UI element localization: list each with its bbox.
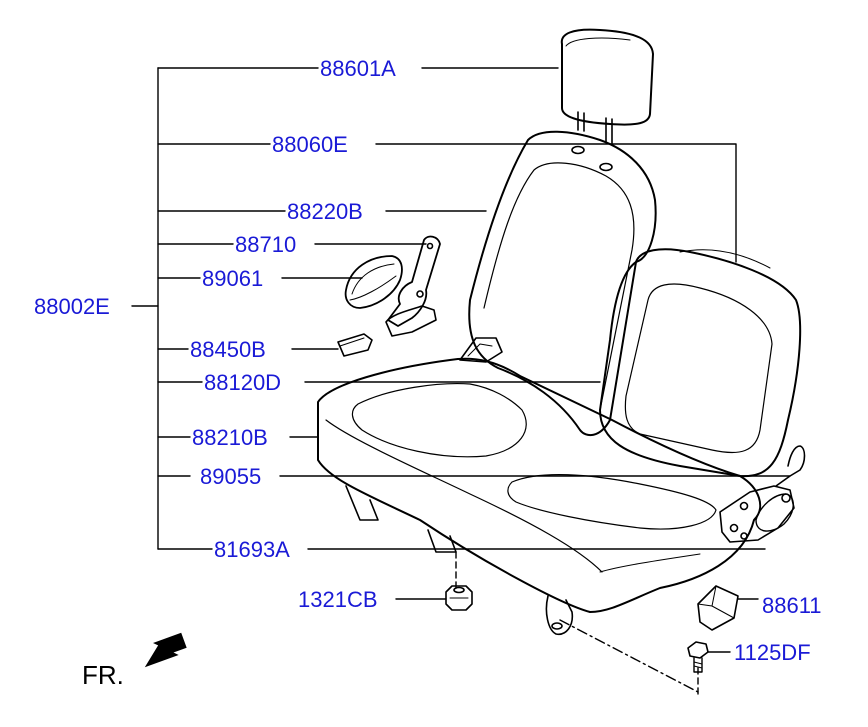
leader-88060E-right bbox=[375, 143, 737, 263]
side-bracket bbox=[719, 445, 806, 543]
label-88611[interactable]: 88611 bbox=[762, 593, 822, 618]
label-88002E[interactable]: 88002E bbox=[34, 294, 110, 319]
label-81693A[interactable]: 81693A bbox=[214, 537, 290, 562]
label-89055[interactable]: 89055 bbox=[200, 464, 262, 489]
seatback-hinge bbox=[459, 337, 503, 363]
nut-part bbox=[445, 585, 473, 611]
recliner-lever bbox=[385, 235, 441, 337]
clip-part bbox=[337, 333, 373, 357]
headrest bbox=[560, 28, 654, 144]
label-88601A[interactable]: 88601A bbox=[320, 56, 396, 81]
label-88710[interactable]: 88710 bbox=[235, 232, 297, 257]
centerline-bolt bbox=[559, 619, 699, 693]
label-1321CB[interactable]: 1321CB bbox=[298, 587, 378, 612]
label-1125DF[interactable]: 1125DF bbox=[734, 640, 811, 665]
label-89061[interactable]: 89061 bbox=[202, 266, 264, 291]
label-88060E[interactable]: 88060E bbox=[272, 132, 348, 157]
front-label: FR. bbox=[82, 660, 124, 690]
label-88120D[interactable]: 88120D bbox=[204, 370, 282, 395]
label-88210B[interactable]: 88210B bbox=[192, 425, 268, 450]
label-88220B[interactable]: 88220B bbox=[287, 199, 363, 224]
seat-back bbox=[468, 130, 802, 478]
leader-lines bbox=[131, 67, 791, 695]
cap-cover bbox=[697, 585, 739, 631]
hinge-cover bbox=[344, 255, 403, 309]
seat-frame bbox=[345, 485, 574, 636]
front-arrow-icon bbox=[144, 632, 187, 668]
seat-cushion bbox=[317, 357, 762, 613]
bolt-part bbox=[687, 641, 709, 673]
label-88450B[interactable]: 88450B bbox=[190, 337, 266, 362]
